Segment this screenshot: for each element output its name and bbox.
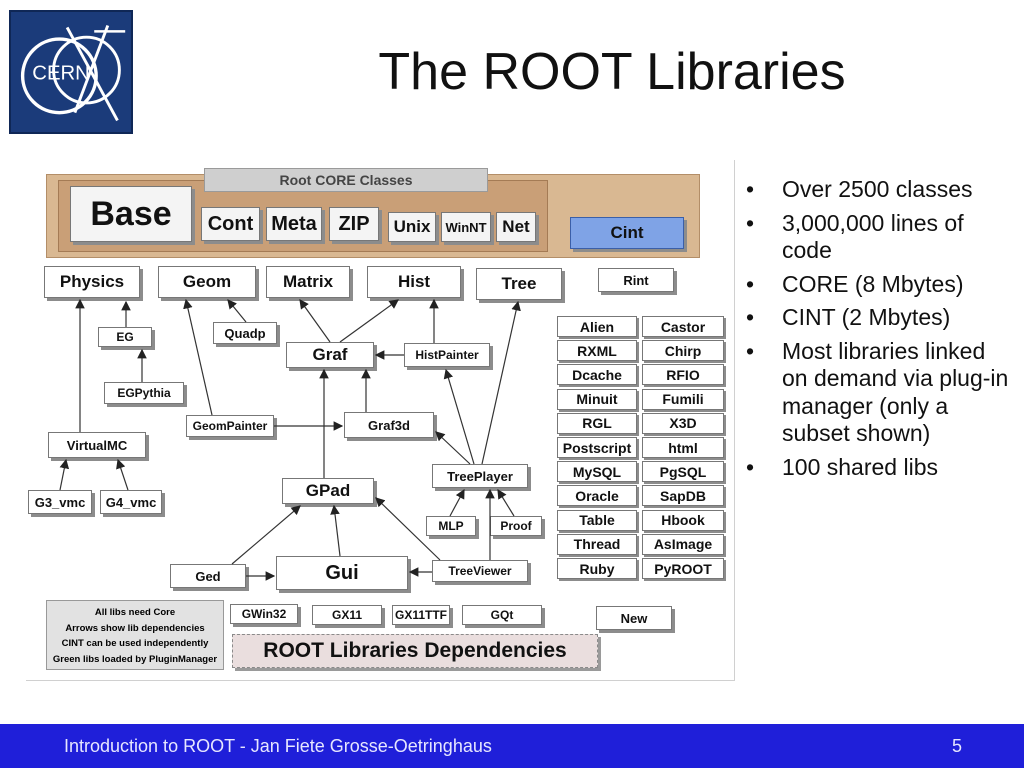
lib-treeviewer: TreeViewer	[432, 560, 528, 582]
plugin-lib-chirp: Chirp	[642, 340, 724, 362]
core-winnt: WinNT	[441, 212, 491, 242]
lib-gqt: GQt	[462, 605, 542, 625]
core-meta: Meta	[266, 207, 322, 241]
bullet-item: • 100 shared libs	[742, 454, 1014, 482]
plugin-lib-minuit: Minuit	[557, 388, 637, 410]
lib-gwin32: GWin32	[230, 604, 298, 624]
legend-line: Arrows show lib dependencies	[65, 622, 205, 634]
bullet-item: • Most libraries linked on demand via plu…	[742, 338, 1014, 448]
core-cint: Cint	[570, 217, 684, 249]
bullet-text: 100 shared libs	[782, 453, 938, 480]
plugin-lib-hbook: Hbook	[642, 509, 724, 531]
lib-gx11ttf: GX11TTF	[392, 605, 450, 625]
bullet-dot-icon: •	[746, 453, 755, 480]
lib-gx11: GX11	[312, 605, 382, 625]
plugin-lib-dcache: Dcache	[557, 364, 637, 386]
plugin-lib-asimage: AsImage	[642, 533, 724, 555]
plugin-lib-rxml: RXML	[557, 340, 637, 362]
bullet-dot-icon: •	[746, 209, 755, 236]
bullet-dot-icon: •	[746, 270, 755, 297]
bullet-item: • 3,000,000 lines of code	[742, 210, 1014, 265]
lib-gui: Gui	[276, 556, 408, 590]
lib-proof: Proof	[490, 516, 542, 536]
legend-line: Green libs loaded by PluginManager	[52, 653, 218, 665]
footer-text: Introduction to ROOT - Jan Fiete Grosse-…	[64, 736, 492, 756]
bullet-dot-icon: •	[746, 176, 755, 202]
legend-line: All libs need Core	[94, 607, 176, 618]
bullet-text: 3,000,000 lines of code	[782, 209, 964, 264]
plugin-lib-sapdb: SapDB	[642, 485, 724, 507]
plugin-lib-x3d: X3D	[642, 412, 724, 434]
lib-physics: Physics	[44, 266, 140, 298]
bullet-text: Most libraries linked on demand via plug…	[782, 337, 1009, 447]
core-zip: ZIP	[329, 207, 379, 241]
plugin-lib-table: Table	[557, 509, 637, 531]
bullet-item: • Over 2500 classes	[742, 176, 1014, 204]
core-cont: Cont	[201, 207, 260, 241]
diagram-legend: All libs need Core Arrows show lib depen…	[46, 600, 224, 670]
lib-histpainter: HistPainter	[404, 343, 490, 367]
lib-mlp: MLP	[426, 516, 476, 536]
lib-quadp: Quadp	[213, 322, 277, 344]
plugin-lib-pgsql: PgSQL	[642, 461, 724, 483]
lib-graf: Graf	[286, 342, 374, 368]
lib-gpad: GPad	[282, 478, 374, 504]
dependencies-title: ROOT Libraries Dependencies	[232, 634, 598, 668]
page-number: 5	[951, 736, 962, 756]
diagram-frame	[26, 160, 735, 681]
bullet-dot-icon: •	[746, 304, 755, 330]
lib-tree: Tree	[476, 268, 562, 300]
lib-treeplayer: TreePlayer	[432, 464, 528, 488]
plugin-lib-ruby: Ruby	[557, 558, 637, 579]
lib-geompainter: GeomPainter	[186, 415, 274, 437]
footer-bar: Introduction to ROOT - Jan Fiete Grosse-…	[0, 724, 1024, 768]
core-base: Base	[70, 186, 192, 242]
lib-g3-vmc: G3_vmc	[28, 490, 92, 514]
lib-rint: Rint	[598, 268, 674, 292]
slide-title: The ROOT Libraries	[378, 43, 846, 101]
logo-text: CERN	[32, 63, 90, 85]
plugin-lib-rgl: RGL	[557, 412, 637, 434]
plugin-lib-fumili: Fumili	[642, 388, 724, 410]
bullet-item: • CINT (2 Mbytes)	[742, 304, 1014, 332]
lib-new: New	[596, 606, 672, 630]
lib-hist: Hist	[367, 266, 461, 298]
bullet-dot-icon: •	[746, 337, 755, 364]
plugin-lib-alien: Alien	[557, 316, 637, 337]
plugin-lib-postscript: Postscript	[557, 437, 637, 458]
core-net: Net	[496, 212, 536, 242]
plugin-lib-rfio: RFIO	[642, 364, 724, 386]
core-classes-label: Root CORE Classes	[204, 168, 488, 192]
cern-logo: CERN	[9, 10, 133, 134]
bullet-list: • Over 2500 classes • 3,000,000 lines of co…	[742, 176, 1014, 487]
lib-eg: EG	[98, 327, 152, 347]
lib-ged: Ged	[170, 564, 246, 588]
bullet-text: CORE (8 Mbytes)	[782, 270, 964, 297]
bullet-item: • CORE (8 Mbytes)	[742, 271, 1014, 299]
core-unix: Unix	[388, 212, 436, 242]
plugin-lib-thread: Thread	[557, 533, 637, 555]
bullet-text: CINT (2 Mbytes)	[782, 304, 951, 330]
lib-g4-vmc: G4_vmc	[100, 490, 162, 514]
bullet-text: Over 2500 classes	[782, 176, 973, 202]
lib-virtualmc: VirtualMC	[48, 432, 146, 458]
plugin-lib-castor: Castor	[642, 316, 724, 337]
plugin-lib-pyroot: PyROOT	[642, 558, 724, 579]
plugin-lib-oracle: Oracle	[557, 485, 637, 507]
lib-geom: Geom	[158, 266, 256, 298]
lib-egpythia: EGPythia	[104, 382, 184, 404]
lib-graf3d: Graf3d	[344, 412, 434, 438]
lib-matrix: Matrix	[266, 266, 350, 298]
plugin-lib-html: html	[642, 437, 724, 458]
plugin-lib-mysql: MySQL	[557, 461, 637, 483]
legend-line: CINT can be used independently	[61, 638, 209, 649]
